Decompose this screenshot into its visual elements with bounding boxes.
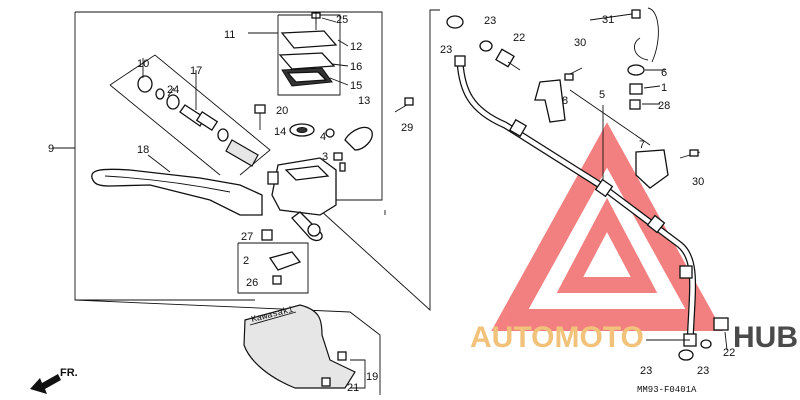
piston-parts — [137, 75, 259, 167]
label-30a: 30 — [574, 37, 586, 49]
watermark-part2: HUB — [733, 321, 798, 354]
label-10: 10 — [137, 58, 149, 70]
label-22b: 22 — [723, 347, 735, 359]
watermark-part1: AUTOMOTO — [470, 321, 644, 354]
fasteners — [254, 12, 414, 285]
label-18: 18 — [137, 144, 149, 156]
label-13: 13 — [358, 95, 370, 107]
watermark-triangle — [491, 122, 723, 331]
label-28: 28 — [658, 100, 670, 112]
watermark-text: AUTOMOTO HUB — [470, 321, 798, 354]
lever-cover: Kawasaki — [243, 304, 366, 389]
label-24: 24 — [167, 84, 179, 96]
label-31: 31 — [602, 14, 614, 26]
fr-label: FR. — [60, 367, 78, 379]
label-23a: 23 — [484, 15, 496, 27]
label-15: 15 — [350, 80, 362, 92]
label-11: 11 — [224, 29, 235, 41]
label-19: 19 — [366, 371, 378, 383]
label-9: 9 — [48, 143, 54, 155]
clamp-parts — [627, 7, 659, 110]
label-30b: 30 — [692, 176, 704, 188]
label-20: 20 — [276, 105, 288, 117]
diagram-code: MM93-F0401A — [637, 385, 697, 395]
part-labels: 11 25 12 16 15 10 17 24 20 14 13 4 3 9 1… — [48, 14, 735, 394]
label-23c: 23 — [640, 365, 652, 377]
routing-lines — [319, 9, 651, 312]
reservoir-cap — [278, 12, 338, 87]
brake-hose — [446, 15, 697, 361]
leader-lines — [52, 13, 728, 351]
label-17: 17 — [190, 65, 202, 77]
label-7: 7 — [639, 139, 645, 151]
label-6: 6 — [661, 67, 667, 79]
label-2: 2 — [243, 255, 249, 267]
piston-set-box — [109, 54, 271, 176]
label-14: 14 — [274, 126, 286, 138]
bolts-brackets — [479, 40, 729, 349]
label-23d: 23 — [697, 365, 709, 377]
label-1: 1 — [661, 82, 667, 94]
label-23b: 23 — [440, 44, 452, 56]
label-25: 25 — [336, 14, 348, 26]
label-3: 3 — [322, 151, 328, 163]
brake-lever — [91, 168, 263, 216]
label-8: 8 — [562, 95, 568, 107]
label-21: 21 — [347, 382, 359, 394]
label-12: 12 — [350, 41, 362, 53]
label-16: 16 — [350, 61, 362, 73]
master-cylinder — [267, 157, 337, 242]
switch-box — [237, 242, 309, 294]
label-26: 26 — [246, 277, 258, 289]
label-29: 29 — [401, 122, 413, 134]
label-5: 5 — [599, 89, 605, 101]
front-direction-arrow: FR. — [30, 367, 78, 394]
label-27: 27 — [241, 231, 253, 243]
label-22a: 22 — [513, 32, 525, 44]
label-4: 4 — [320, 131, 326, 143]
